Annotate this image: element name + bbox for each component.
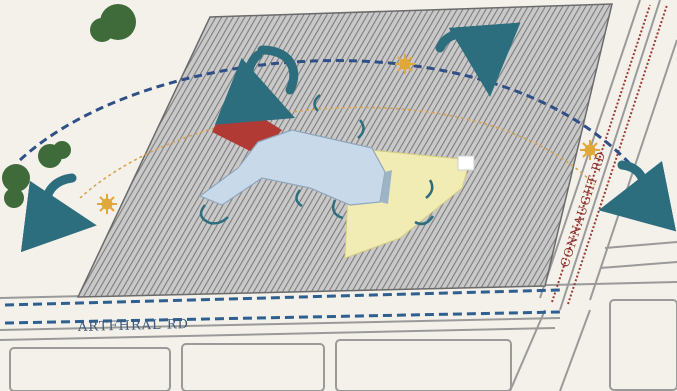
sun-icon [97,194,117,214]
sun-icon [395,54,415,74]
south-road-label: ARTFHRAL RD [77,317,189,335]
building-annex [458,156,474,170]
